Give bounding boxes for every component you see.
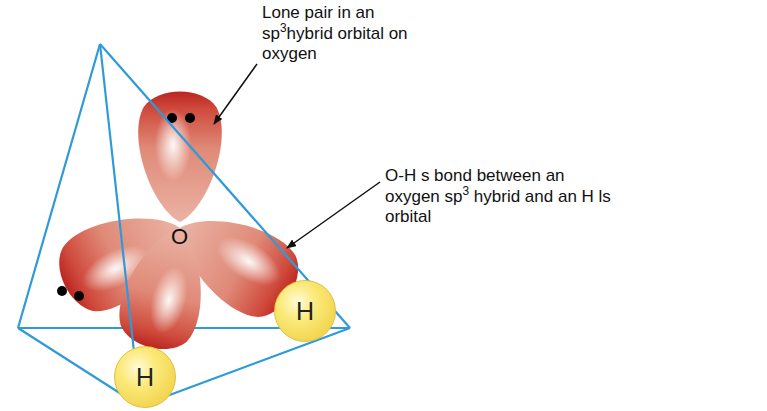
leader-line [214,64,380,248]
hydrogen-atom: H [274,280,336,342]
atom-symbol: H [296,297,314,326]
callout-text: Lone pair in an sp3hybrid orbital on oxy… [262,3,442,65]
atom-symbol: H [136,363,154,392]
tetrahedron [18,44,350,406]
callout-text: O-H s bond between an oxygen sp3 hybrid … [385,166,615,228]
sp3-lobes [47,91,312,357]
hydrogen-atom: H [114,346,176,408]
atom-symbol: O [171,224,188,251]
